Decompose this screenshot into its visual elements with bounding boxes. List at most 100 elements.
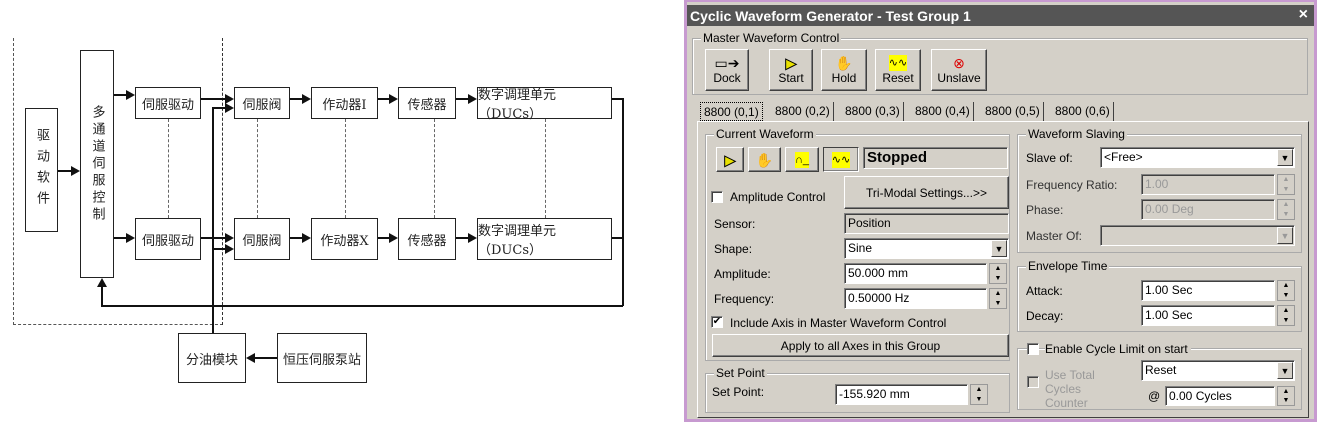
close-button[interactable]: × — [1298, 6, 1308, 23]
hold-hand-icon: ✋ — [835, 55, 853, 71]
shape-value: Sine — [848, 241, 873, 255]
phase-label: Phase: — [1026, 203, 1064, 217]
button-label: Apply to all Axes in this Group — [780, 338, 941, 353]
title-bar[interactable]: Cyclic Waveform Generator - Test Group 1… — [687, 5, 1314, 26]
trimodal-settings-button[interactable]: Tri-Modal Settings...>> — [844, 176, 1009, 209]
servo-drive-1: 伺服驱动 — [135, 87, 201, 119]
sensor-2: 传感器 — [398, 218, 456, 260]
chevron-down-icon[interactable]: ▼ — [1277, 149, 1293, 166]
multichannel-control-block: 多通道伺服控制 — [80, 50, 114, 278]
chevron-down-icon[interactable]: ▼ — [991, 240, 1007, 257]
tab-panel — [697, 121, 1309, 418]
frequency-spinner[interactable]: ▲▼ — [989, 288, 1007, 309]
wave-reset-button[interactable]: ∿∿ — [823, 147, 859, 172]
cycles-input[interactable]: 0.00 Cycles — [1165, 386, 1275, 406]
frequency-ratio-input[interactable]: 1.00 — [1141, 174, 1275, 195]
group-label: Master Waveform Control — [701, 31, 842, 45]
phase-spinner[interactable]: ▲▼ — [1277, 199, 1295, 220]
button-label: Hold — [831, 71, 857, 85]
attack-input[interactable]: 1.00 Sec — [1141, 280, 1275, 301]
button-label: Dock — [713, 71, 741, 85]
duc-2: 数字调理单元（DUCs） — [477, 218, 612, 260]
master-waveform-group: Master Waveform Control ▭➔Dock ▶Start ✋H… — [692, 31, 1308, 95]
set-point-spinner[interactable]: ▲▼ — [970, 384, 988, 405]
duc-1: 数字调理单元（DUCs） — [477, 87, 612, 122]
slave-of-value: <Free> — [1104, 150, 1143, 164]
attack-label: Attack: — [1026, 284, 1063, 298]
include-axis-checkbox[interactable]: ✔ — [711, 316, 723, 328]
amplitude-control-checkbox[interactable] — [711, 191, 723, 203]
sensor-field: Position — [844, 213, 1009, 234]
tab-8800-0-2[interactable]: 8800 (0,2) — [772, 102, 834, 121]
reset-button[interactable]: ∿∿Reset — [875, 49, 921, 91]
frequency-label: Frequency: — [714, 292, 775, 306]
tab-8800-0-3[interactable]: 8800 (0,3) — [842, 102, 904, 121]
master-of-select[interactable]: ▼ — [1100, 225, 1295, 246]
button-label: Reset — [882, 71, 914, 85]
attack-spinner[interactable]: ▲▼ — [1277, 280, 1295, 301]
button-label: Tri-Modal Settings...>> — [866, 185, 987, 200]
slave-of-select[interactable]: <Free> ▼ — [1100, 147, 1295, 168]
apply-all-axes-button[interactable]: Apply to all Axes in this Group — [712, 334, 1009, 357]
amplitude-input[interactable]: 50.000 mm — [844, 263, 987, 284]
pump-station-block: 恒压伺服泵站 — [277, 333, 367, 383]
waveform-status: Stopped — [863, 147, 1008, 169]
frequency-input[interactable]: 0.50000 Hz — [844, 288, 987, 309]
play-icon: ▶ — [785, 55, 797, 72]
set-point-label: Set Point: — [712, 385, 765, 399]
decay-input[interactable]: 1.00 Sec — [1141, 305, 1275, 326]
chevron-down-icon[interactable]: ▼ — [1277, 227, 1293, 244]
wave-stop-button[interactable]: ∩_ — [785, 147, 819, 172]
use-total-cycles-checkbox[interactable] — [1027, 376, 1039, 388]
hold-hand-icon: ✋ — [755, 151, 774, 168]
shape-label: Shape: — [714, 242, 753, 256]
hold-button[interactable]: ✋Hold — [821, 49, 867, 91]
amplitude-spinner[interactable]: ▲▼ — [989, 263, 1007, 284]
start-button[interactable]: ▶Start — [769, 49, 813, 91]
phase-input[interactable]: 0.00 Deg — [1141, 199, 1275, 220]
cycle-action-select[interactable]: Reset ▼ — [1141, 360, 1295, 381]
button-label: Unslave — [937, 71, 981, 85]
oil-manifold-block: 分油模块 — [178, 333, 246, 383]
tab-8800-0-5[interactable]: 8800 (0,5) — [982, 102, 1044, 121]
wave-start-button[interactable]: ▶ — [716, 147, 744, 172]
cycles-spinner[interactable]: ▲▼ — [1277, 386, 1295, 406]
envelope-time-group: Envelope Time — [1017, 259, 1302, 332]
tab-8800-0-6[interactable]: 8800 (0,6) — [1052, 102, 1114, 121]
dock-button[interactable]: ▭➔Dock — [705, 49, 749, 91]
play-icon: ▶ — [724, 151, 736, 168]
chevron-down-icon[interactable]: ▼ — [1277, 362, 1293, 379]
cycle-action-value: Reset — [1145, 363, 1177, 377]
at-label: @ — [1148, 389, 1161, 403]
cyclic-waveform-window: Cyclic Waveform Generator - Test Group 1… — [684, 0, 1317, 422]
set-point-input[interactable]: -155.920 mm — [835, 384, 968, 405]
servo-valve-1: 伺服阀 — [234, 87, 290, 119]
tab-8800-0-1[interactable]: 8800 (0,1) — [700, 102, 763, 121]
decay-spinner[interactable]: ▲▼ — [1277, 305, 1295, 326]
group-label: Current Waveform — [714, 127, 816, 141]
shape-select[interactable]: Sine ▼ — [844, 238, 1009, 259]
dock-icon: ▭➔ — [714, 55, 740, 71]
amplitude-label: Amplitude: — [714, 267, 771, 281]
wave-stop-icon: ∩_ — [794, 151, 810, 168]
group-label: Envelope Time — [1026, 259, 1110, 273]
frequency-ratio-spinner[interactable]: ▲▼ — [1277, 174, 1295, 195]
tab-8800-0-4[interactable]: 8800 (0,4) — [912, 102, 974, 121]
wave-hold-button[interactable]: ✋ — [748, 147, 781, 172]
master-of-label: Master Of: — [1026, 229, 1083, 243]
amplitude-control-label: Amplitude Control — [730, 190, 826, 204]
enable-cycle-limit-label: Enable Cycle Limit on start — [1045, 342, 1191, 356]
actuator-1: 作动器I — [311, 87, 378, 119]
use-total-cycles-label: Use Total Cycles Counter — [1045, 368, 1095, 410]
sensor-label: Sensor: — [714, 217, 756, 231]
frequency-ratio-label: Frequency Ratio: — [1026, 178, 1118, 192]
group-label: Set Point — [714, 366, 767, 380]
unslave-button[interactable]: ⊗Unslave — [931, 49, 987, 91]
window-title: Cyclic Waveform Generator - Test Group 1 — [690, 8, 971, 24]
sensor-1: 传感器 — [398, 87, 456, 119]
unlink-icon: ⊗ — [953, 55, 965, 71]
enable-cycle-limit-checkbox[interactable] — [1027, 343, 1039, 355]
include-axis-label: Include Axis in Master Waveform Control — [730, 316, 947, 330]
waveform-slaving-group: Waveform Slaving — [1017, 127, 1302, 253]
group-label: Waveform Slaving — [1026, 127, 1127, 141]
